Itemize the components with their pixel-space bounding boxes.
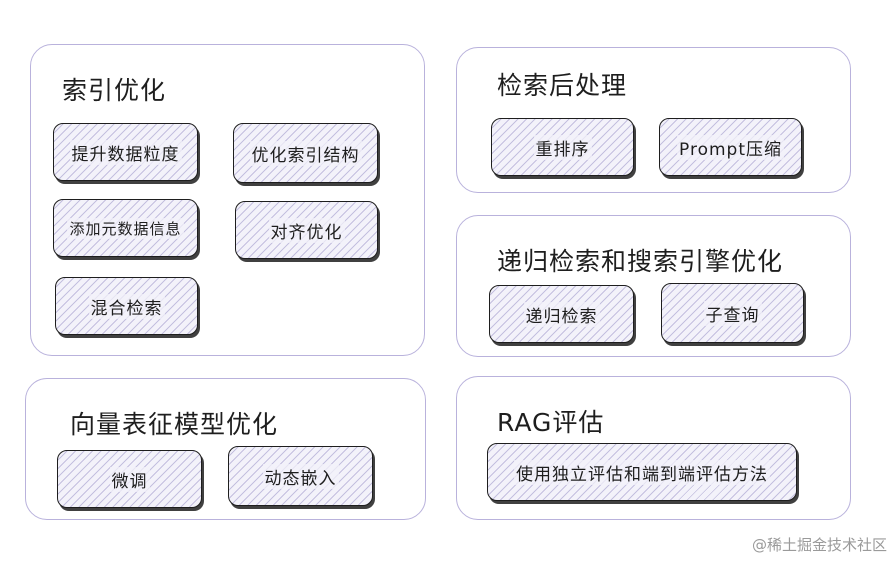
group-title: 向量表征模型优化 <box>70 410 279 439</box>
watermark: @稀土掘金技术社区 <box>751 536 887 554</box>
item-data-granularity: 提升数据粒度 <box>53 123 198 181</box>
item-rerank: 重排序 <box>491 118 634 176</box>
group-rag-evaluation: RAG评估 使用独立评估和端到端评估方法 <box>456 376 851 520</box>
group-title: 索引优化 <box>62 76 167 105</box>
item-prompt-compression: Prompt压缩 <box>659 118 802 176</box>
item-alignment: 对齐优化 <box>235 201 378 259</box>
item-subquery: 子查询 <box>661 283 804 343</box>
item-metadata: 添加元数据信息 <box>53 199 198 257</box>
item-dynamic-embedding: 动态嵌入 <box>228 446 373 506</box>
group-recursive-search: 递归检索和搜索引擎优化 递归检索 子查询 <box>456 215 851 357</box>
group-index-optimization: 索引优化 提升数据粒度 优化索引结构 添加元数据信息 对齐优化 混合检索 <box>30 44 425 356</box>
item-finetune: 微调 <box>57 450 202 508</box>
group-title: 检索后处理 <box>497 71 628 100</box>
item-hybrid-retrieval: 混合检索 <box>55 277 198 335</box>
item-evaluation-method: 使用独立评估和端到端评估方法 <box>487 443 797 501</box>
item-recursive-retrieval: 递归检索 <box>489 285 634 343</box>
group-title: RAG评估 <box>497 408 605 437</box>
group-post-retrieval: 检索后处理 重排序 Prompt压缩 <box>456 47 851 193</box>
group-title: 递归检索和搜索引擎优化 <box>497 247 784 276</box>
group-embedding-model: 向量表征模型优化 微调 动态嵌入 <box>25 378 426 520</box>
item-index-structure: 优化索引结构 <box>233 123 378 183</box>
